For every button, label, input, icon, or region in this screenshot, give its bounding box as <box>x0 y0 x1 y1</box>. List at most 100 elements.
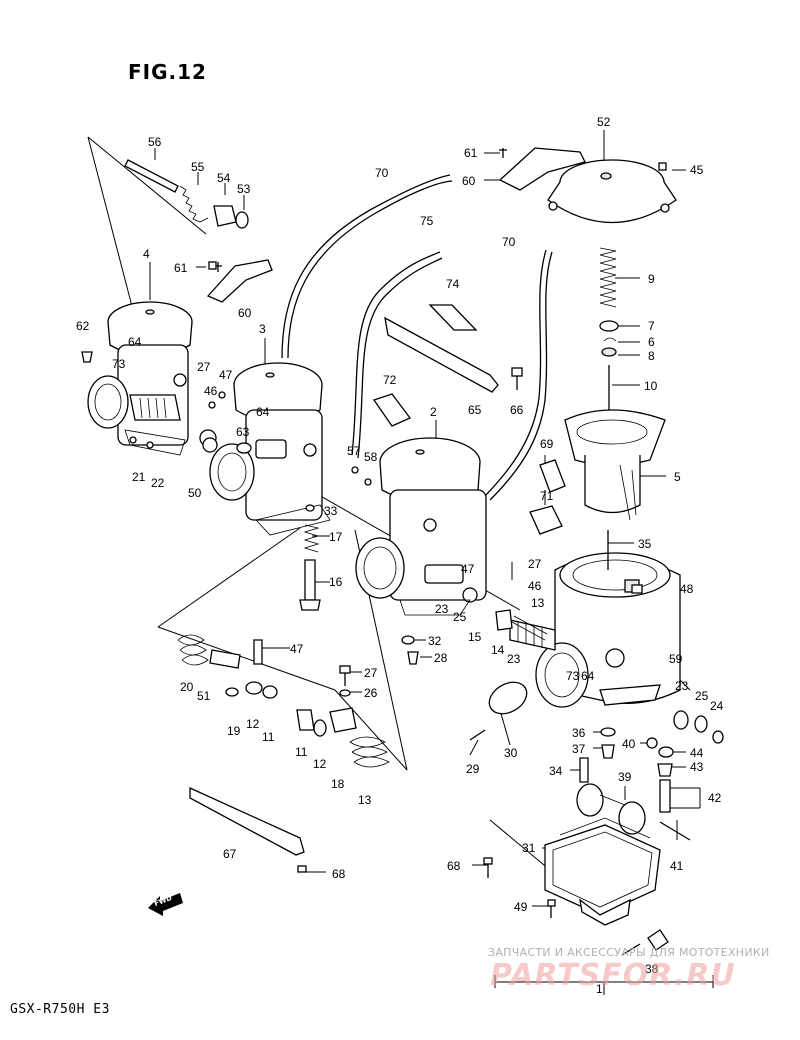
callout-9: 9 <box>648 272 655 286</box>
carburetor-2 <box>355 437 487 616</box>
carburetor-3 <box>199 362 331 536</box>
callout-57: 57 <box>347 444 361 458</box>
figure-title: FIG.12 <box>128 60 207 84</box>
callout-23c: 23 <box>675 679 689 693</box>
callout-11a: 11 <box>262 730 275 744</box>
callout-62: 62 <box>76 319 90 333</box>
callout-52: 52 <box>597 115 611 129</box>
callout-22: 22 <box>151 476 165 490</box>
callout-32: 32 <box>428 634 442 648</box>
callout-2: 2 <box>430 405 437 419</box>
callout-53: 53 <box>237 182 251 196</box>
callout-46b: 46 <box>528 579 542 593</box>
callout-12b: 12 <box>313 757 327 771</box>
callout-30: 30 <box>504 746 518 760</box>
callout-64a: 64 <box>128 335 142 349</box>
forward-arrow-icon <box>148 893 183 916</box>
callout-47a: 47 <box>219 368 233 382</box>
top-cap-assembly <box>547 159 677 521</box>
callout-27a: 27 <box>197 360 211 374</box>
callout-16: 16 <box>329 575 343 589</box>
callout-27b: 27 <box>528 557 542 571</box>
callout-3: 3 <box>259 322 266 336</box>
callout-13a: 13 <box>531 596 545 610</box>
callout-labels: 1 2 3 4 5 6 7 8 9 10 11 11 12 12 13 13 1… <box>76 115 724 996</box>
float-bowl-assembly <box>544 783 691 956</box>
callout-41: 41 <box>670 859 684 873</box>
callout-29: 29 <box>466 762 480 776</box>
callout-24: 24 <box>710 699 724 713</box>
watermark-text: ЗАПЧАСТИ И АКСЕССУАРЫ ДЛЯ МОТОТЕХНИКИ <box>488 946 770 959</box>
callout-40: 40 <box>622 737 636 751</box>
callout-55: 55 <box>191 160 205 174</box>
model-label: GSX-R750H E3 <box>10 1002 110 1017</box>
callout-8: 8 <box>648 349 655 363</box>
callout-65: 65 <box>468 403 482 417</box>
callout-20: 20 <box>180 680 194 694</box>
callout-75: 75 <box>420 214 434 228</box>
callout-1: 1 <box>596 982 603 996</box>
callout-63: 63 <box>236 425 250 439</box>
callout-6: 6 <box>648 335 655 349</box>
callout-58: 58 <box>364 450 378 464</box>
carburetor-4 <box>87 301 193 456</box>
callout-60b: 60 <box>462 174 476 188</box>
callout-60a: 60 <box>238 306 252 320</box>
callout-12a: 12 <box>246 717 260 731</box>
small-parts <box>81 147 724 918</box>
callout-17: 17 <box>329 530 343 544</box>
callout-37: 37 <box>572 742 586 756</box>
callout-38: 38 <box>645 962 659 976</box>
callout-54: 54 <box>217 171 231 185</box>
callout-25a: 25 <box>453 610 467 624</box>
callout-44: 44 <box>690 746 704 760</box>
callout-68b: 68 <box>447 859 461 873</box>
callout-27c: 27 <box>364 666 378 680</box>
callout-34: 34 <box>549 764 563 778</box>
callout-49: 49 <box>514 900 528 914</box>
watermark-logo: PARTSFOR.RU <box>490 958 736 993</box>
callout-48: 48 <box>680 582 694 596</box>
carburetor-1-main <box>509 552 681 708</box>
callout-43: 43 <box>690 760 704 774</box>
callout-61a: 61 <box>174 261 188 275</box>
callout-4: 4 <box>143 247 150 261</box>
callout-23a: 23 <box>435 602 449 616</box>
callout-23b: 23 <box>507 652 521 666</box>
callout-72: 72 <box>383 373 397 387</box>
callout-21: 21 <box>132 470 146 484</box>
callout-35: 35 <box>638 537 652 551</box>
callout-69: 69 <box>540 437 554 451</box>
callout-59: 59 <box>669 652 683 666</box>
callout-15: 15 <box>468 630 482 644</box>
callout-61b: 61 <box>464 146 478 160</box>
callout-13b: 13 <box>358 793 372 807</box>
callout-64c: 64 <box>581 669 595 683</box>
callout-68a: 68 <box>332 867 346 881</box>
callout-67: 67 <box>223 847 237 861</box>
callout-33: 33 <box>324 504 338 518</box>
callout-10: 10 <box>644 379 658 393</box>
callout-18: 18 <box>331 777 345 791</box>
callout-47b: 47 <box>461 562 475 576</box>
callout-28: 28 <box>434 651 448 665</box>
callout-64b: 64 <box>256 405 270 419</box>
callout-36: 36 <box>572 726 586 740</box>
callout-70b: 70 <box>502 235 516 249</box>
callout-46a: 46 <box>204 384 218 398</box>
callout-45: 45 <box>690 163 704 177</box>
callout-50: 50 <box>188 486 202 500</box>
callout-19: 19 <box>227 724 241 738</box>
callout-56: 56 <box>148 135 162 149</box>
callout-25b: 25 <box>695 689 709 703</box>
callout-26: 26 <box>364 686 378 700</box>
callout-14: 14 <box>491 643 505 657</box>
callout-51: 51 <box>197 689 211 703</box>
callout-73b: 73 <box>566 669 580 683</box>
callout-11b: 11 <box>295 745 308 759</box>
callout-31: 31 <box>522 841 536 855</box>
callout-73a: 73 <box>112 357 126 371</box>
callout-71: 71 <box>540 489 554 503</box>
